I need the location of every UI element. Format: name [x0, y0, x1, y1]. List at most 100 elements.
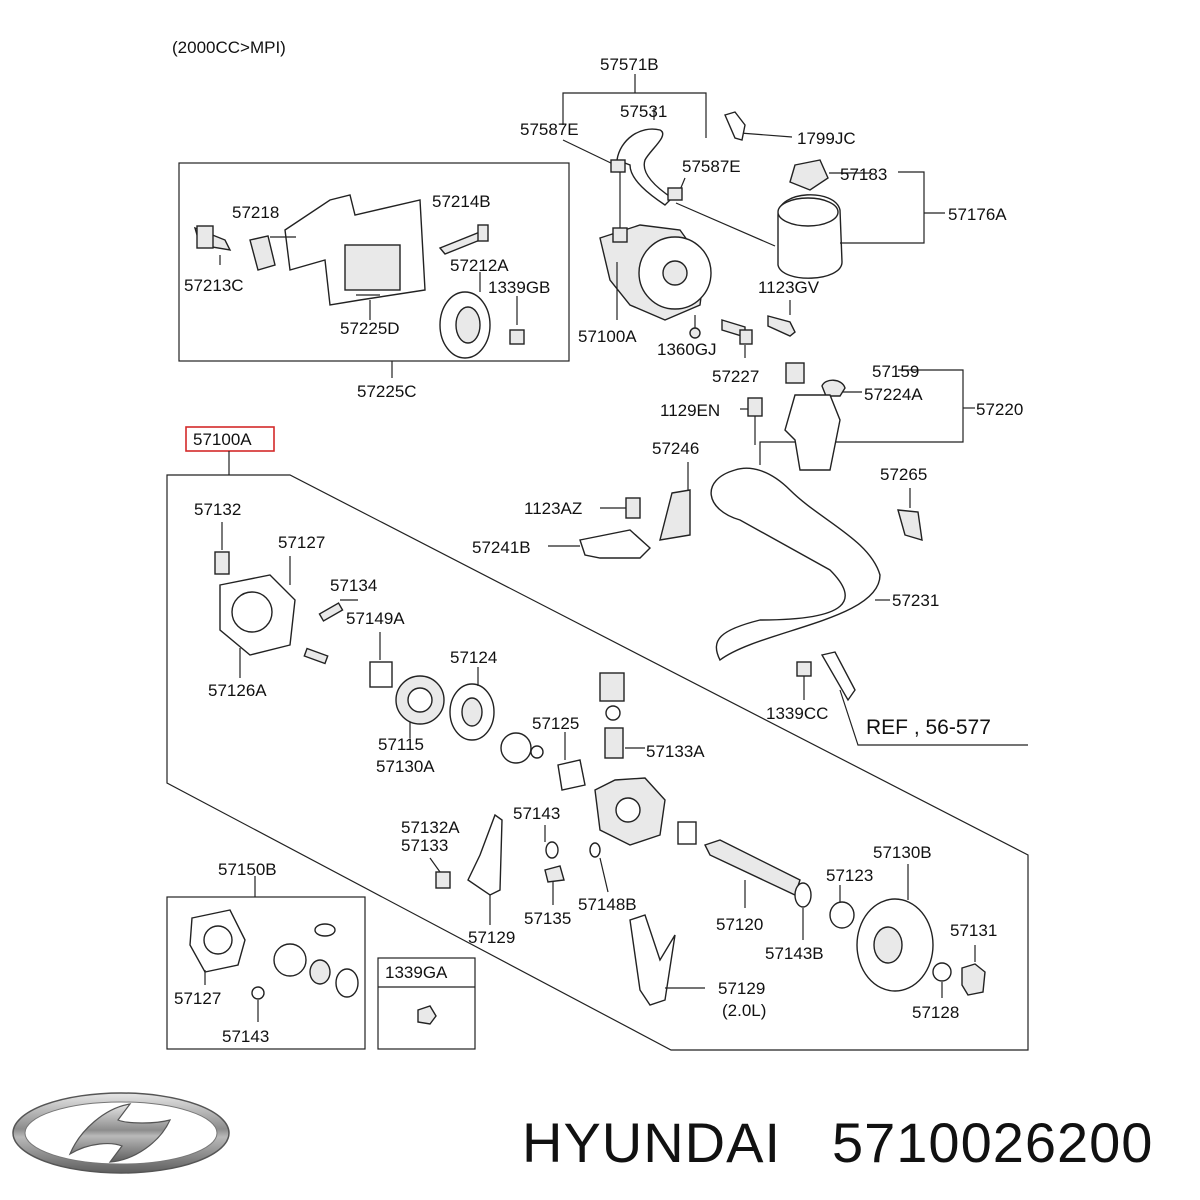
bolt-1123AZ	[625, 497, 641, 519]
callout-1339CC: 1339CC	[766, 704, 828, 723]
callout-57133A: 57133A	[646, 742, 705, 761]
callout-57183: 57183	[840, 165, 887, 184]
callout-57231: 57231	[892, 591, 939, 610]
callout-57128: 57128	[912, 1003, 959, 1022]
clip-57159	[785, 362, 805, 384]
callout-57127-kit: 57127	[174, 989, 221, 1008]
pump-exploded	[214, 522, 986, 1006]
callout-57220: 57220	[976, 400, 1023, 419]
pump-top	[599, 224, 796, 358]
seal-kit-box	[166, 896, 366, 1050]
fitting-group	[548, 462, 691, 559]
bracket-kit-box	[178, 162, 570, 362]
adjuster-bracket	[784, 394, 841, 471]
reservoir-cap	[789, 159, 829, 191]
callout-57130A: 57130A	[376, 757, 435, 776]
callout-1123AZ: 1123AZ	[524, 499, 582, 518]
callout-57176A: 57176A	[948, 205, 1007, 224]
callout-1339GB: 1339GB	[488, 278, 550, 297]
callout-57134: 57134	[330, 576, 377, 595]
callout-57246: 57246	[652, 439, 699, 458]
shaft-57120	[704, 839, 801, 896]
nut-1339CC	[796, 661, 812, 677]
hose-fitting-57241B	[579, 529, 652, 559]
callout-57571B: 57571B	[600, 55, 659, 74]
callout-2-0L: (2.0L)	[722, 1001, 766, 1020]
seal-57143B	[794, 882, 812, 908]
callout-57225C: 57225C	[357, 382, 417, 401]
callout-57212A: 57212A	[450, 256, 509, 275]
highlight-57100A	[185, 426, 275, 452]
callout-57131: 57131	[950, 921, 997, 940]
engine-note: (2000CC>MPI)	[172, 38, 286, 57]
pump-assembly-box	[166, 474, 1029, 1051]
callout-1360GJ: 1360GJ	[657, 340, 717, 359]
belt-57231	[710, 467, 881, 662]
callout-57531: 57531	[620, 102, 667, 121]
callout-57218: 57218	[232, 203, 279, 222]
nut-1339GB	[509, 329, 525, 345]
bolt-box	[377, 957, 476, 1050]
callout-57149A: 57149A	[346, 609, 405, 628]
nut-57224A	[821, 379, 846, 397]
callout-57143-kit: 57143	[222, 1027, 269, 1046]
callout-ref: REF , 56-577	[866, 716, 991, 739]
callout-57227: 57227	[712, 367, 759, 386]
spacer-57218	[249, 235, 276, 271]
pin-lower	[303, 647, 329, 665]
callout-57148B: 57148B	[578, 895, 637, 914]
bushing-front	[677, 821, 697, 845]
fitting-57135	[544, 865, 565, 883]
bolt-57132	[214, 551, 230, 575]
oring-a	[500, 732, 532, 764]
callout-57100A-top: 57100A	[578, 327, 637, 346]
hose-clip	[724, 111, 746, 141]
hose-group	[562, 74, 793, 247]
oring-57143	[545, 841, 559, 859]
spring-57125	[557, 759, 586, 791]
callout-57143: 57143	[513, 804, 560, 823]
bolt-57133	[435, 871, 451, 889]
callout-57120: 57120	[716, 915, 763, 934]
hose-clamp-a	[610, 159, 626, 173]
callout-57115: 57115	[378, 735, 424, 754]
callout-1123GV: 1123GV	[758, 278, 820, 297]
callout-57241B: 57241B	[472, 538, 531, 557]
callout-57132A: 57132A	[401, 818, 460, 837]
bushing-57149A	[369, 661, 393, 688]
callout-57135: 57135	[524, 909, 571, 928]
callout-57129-a: 57129	[468, 928, 515, 947]
bracket-57246	[659, 489, 691, 541]
bracket-kit	[193, 194, 525, 378]
bracket-ref	[820, 651, 856, 702]
callout-57130B: 57130B	[873, 843, 932, 862]
bracket-57129-b	[629, 914, 676, 1006]
bracket-57129-a	[467, 813, 503, 896]
callout-57132: 57132	[194, 500, 241, 519]
callout-1339GA: 1339GA	[385, 963, 448, 982]
callout-57133: 57133	[401, 836, 448, 855]
brand-name: HYUNDAI	[522, 1111, 782, 1174]
bolt-1123GV	[767, 315, 796, 337]
clip-57265	[897, 509, 923, 541]
bolt-1129EN	[747, 397, 763, 417]
callout-57127: 57127	[278, 533, 325, 552]
hyundai-logo	[12, 1092, 230, 1174]
part-number: 5710026200	[832, 1111, 1154, 1174]
callout-57587E-a: 57587E	[520, 120, 579, 139]
callout-57159: 57159	[872, 362, 919, 381]
callout-57225D: 57225D	[340, 319, 400, 338]
seal-kit	[189, 876, 437, 1025]
misc-right	[796, 488, 1028, 746]
adjuster-group	[740, 362, 975, 471]
callout-57129-b: 57129	[718, 979, 765, 998]
callout-57126A: 57126A	[208, 681, 267, 700]
callout-57150B: 57150B	[218, 860, 277, 879]
callout-57124: 57124	[450, 648, 497, 667]
oring-kit-a	[273, 943, 307, 977]
pin-57134	[318, 602, 344, 622]
callout-1799JC: 1799JC	[797, 129, 856, 148]
reservoir	[777, 159, 945, 279]
hose-clamp-b	[667, 187, 683, 201]
